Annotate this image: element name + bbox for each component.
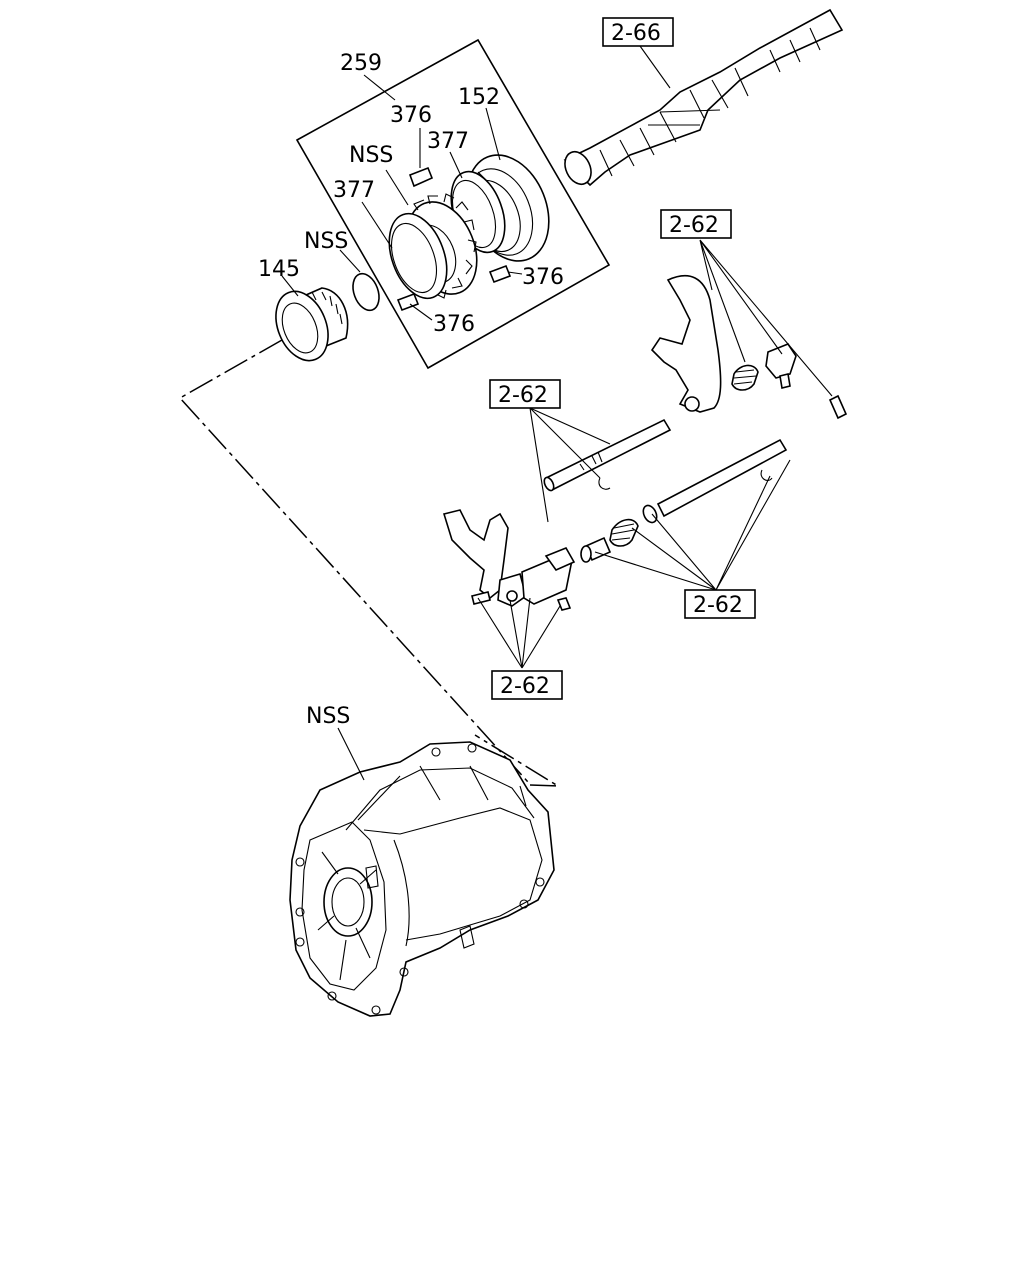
ref-box-2-62-rail-upper bbox=[489, 379, 561, 409]
transmission-housing bbox=[289, 741, 555, 1017]
mainshaft bbox=[563, 8, 844, 187]
snap-ring-nss bbox=[352, 272, 380, 312]
ref-2-62-fork-lower: 2-62 bbox=[500, 674, 550, 699]
label-377-left: 377 bbox=[333, 178, 375, 203]
label-152: 152 bbox=[458, 85, 500, 110]
ring-377-left bbox=[388, 212, 448, 300]
label-377-top: 377 bbox=[427, 129, 469, 154]
ref-2-66: 2-66 bbox=[611, 21, 661, 46]
label-nss-housing: NSS bbox=[306, 704, 350, 729]
label-376-right: 376 bbox=[522, 265, 564, 290]
ref-box-2-66 bbox=[602, 17, 674, 47]
shift-rail-upper bbox=[543, 418, 672, 492]
ref-box-2-62-rail-lower bbox=[684, 589, 756, 619]
shift-fork-upper bbox=[650, 275, 848, 420]
ref-2-62-fork-upper: 2-62 bbox=[669, 213, 719, 238]
key-376-top bbox=[408, 166, 434, 188]
shift-fork-lower bbox=[442, 509, 576, 611]
bearing-145 bbox=[275, 287, 349, 362]
label-nss-snapring: NSS bbox=[304, 229, 348, 254]
label-nss-hub: NSS bbox=[349, 143, 393, 168]
kit-259-outline bbox=[295, 38, 611, 370]
label-145: 145 bbox=[258, 257, 300, 282]
label-259: 259 bbox=[340, 51, 382, 76]
key-376-bottom bbox=[396, 292, 420, 312]
ref-box-2-62-fork-lower bbox=[491, 670, 563, 700]
label-376-bottom: 376 bbox=[433, 312, 475, 337]
alignment-line bbox=[178, 339, 561, 787]
key-376-right bbox=[488, 264, 512, 284]
ref-box-2-62-fork-upper bbox=[660, 209, 732, 239]
label-376-top: 376 bbox=[390, 103, 432, 128]
ref-2-62-rail-upper: 2-62 bbox=[498, 383, 548, 408]
ref-2-62-rail-lower: 2-62 bbox=[693, 593, 743, 618]
